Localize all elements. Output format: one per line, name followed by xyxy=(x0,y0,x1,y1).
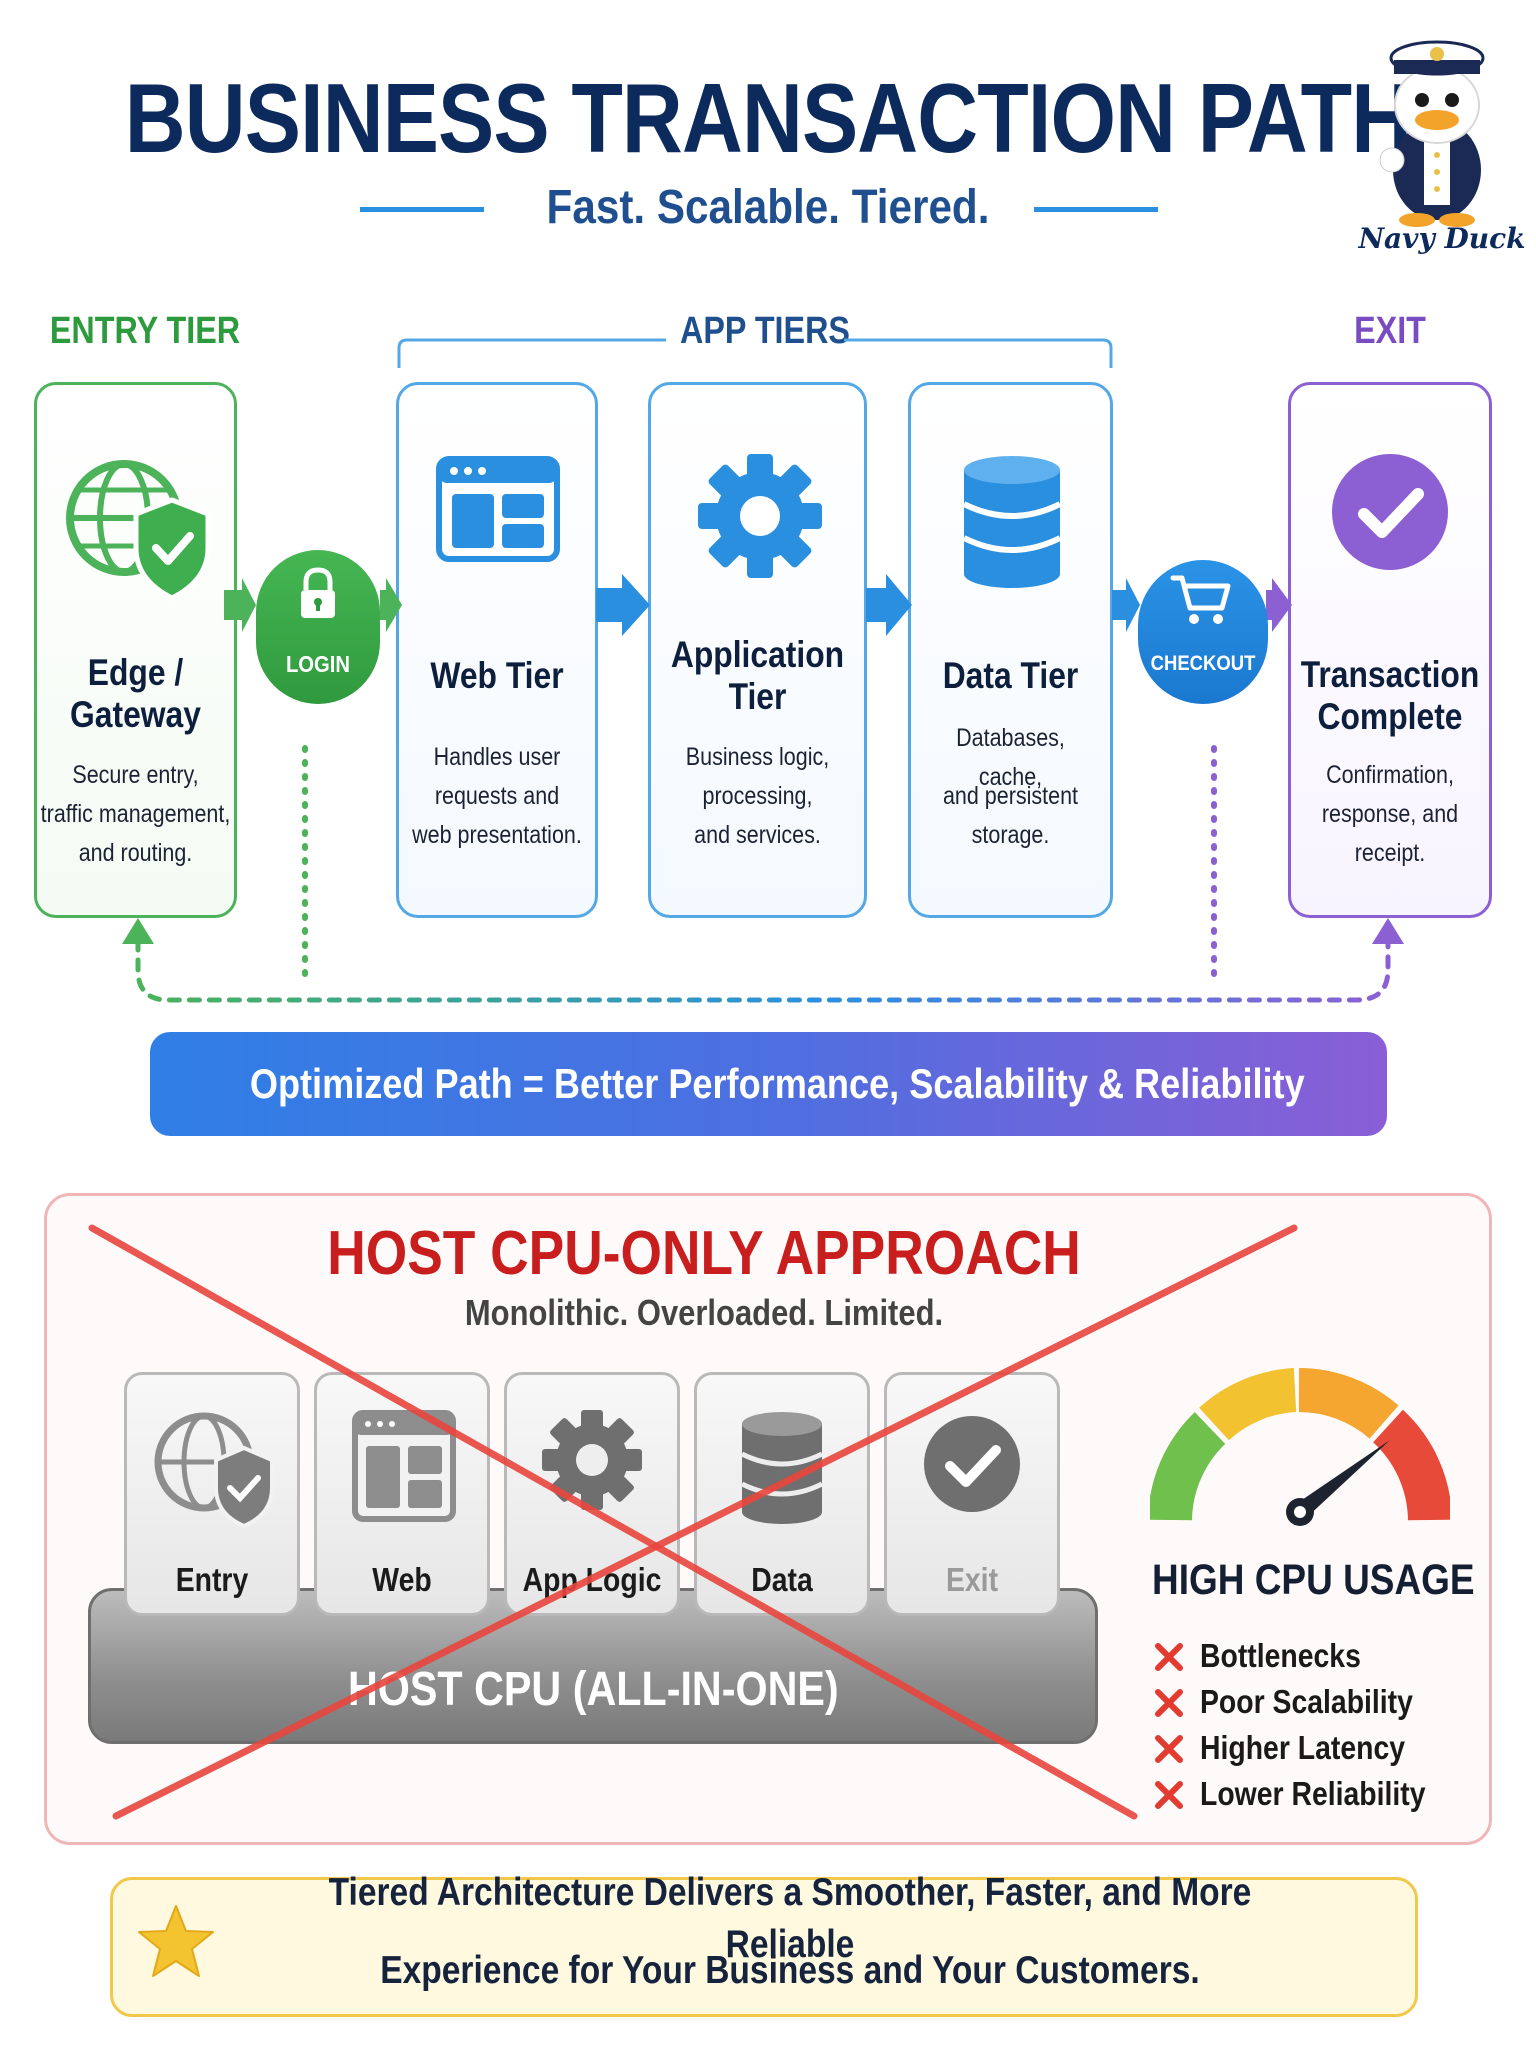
flow-arrows xyxy=(224,574,1292,636)
x-mark-icon xyxy=(1155,1735,1183,1763)
globe-shield-icon xyxy=(154,1412,274,1528)
check-circle-icon xyxy=(1332,454,1448,570)
issue-item: Higher Latency xyxy=(1154,1728,1474,1768)
tier-title: Gateway xyxy=(70,694,201,735)
issue-text: Lower Reliability xyxy=(1200,1775,1426,1812)
tier-title: Complete xyxy=(1317,696,1463,737)
footer-line: Tiered Architecture Delivers a Smoother,… xyxy=(328,1871,1252,1966)
issue-item: Poor Scalability xyxy=(1154,1682,1474,1722)
cpu-section-subtitle: Monolithic. Overloaded. Limited. xyxy=(464,1292,944,1333)
arrow-icon xyxy=(380,578,402,632)
arrow-icon xyxy=(224,578,256,632)
tier-title: Application Tier xyxy=(670,634,845,717)
module-label: Entry xyxy=(175,1561,249,1598)
subtitle-rule-right xyxy=(1034,207,1158,212)
tier-title: Data Tier xyxy=(942,655,1079,696)
tier-description: and routing. xyxy=(78,839,193,867)
padlock-icon xyxy=(301,567,335,618)
x-mark-icon xyxy=(1155,1643,1183,1671)
page-title: BUSINESS TRANSACTION PATH xyxy=(124,63,1412,173)
tier-description: web presentation. xyxy=(412,821,582,849)
mascot-caption: Navy Duck xyxy=(1358,222,1526,255)
database-icon xyxy=(962,456,1062,588)
optimized-path-banner: Optimized Path = Better Performance, Sca… xyxy=(150,1032,1387,1136)
issue-item: Lower Reliability xyxy=(1154,1774,1474,1814)
x-mark-icon xyxy=(1155,1781,1183,1809)
arrow-up-icon xyxy=(122,918,154,944)
module-label: Data xyxy=(751,1561,813,1598)
entry-tier-heading: ENTRY TIER xyxy=(49,310,241,352)
login-step xyxy=(256,550,380,704)
high-cpu-label: HIGH CPU USAGE xyxy=(1152,1556,1475,1604)
tier-description: traffic management, xyxy=(40,800,231,828)
arrow-up-icon xyxy=(1372,918,1404,944)
globe-shield-icon xyxy=(66,460,211,601)
check-circle-icon xyxy=(924,1416,1020,1512)
arrow-icon xyxy=(1266,578,1292,632)
navy-duck-mascot-icon xyxy=(1379,40,1485,227)
module-label: Web xyxy=(372,1561,432,1598)
footer-callout xyxy=(110,1877,1418,2017)
tier-title: Edge / xyxy=(87,652,184,693)
cpu-section-title: HOST CPU-ONLY APPROACH xyxy=(327,1219,1081,1288)
module-label: Exit xyxy=(945,1561,999,1598)
issue-item: Bottlenecks xyxy=(1154,1636,1474,1676)
star-icon xyxy=(138,1905,214,1977)
subtitle-rule-left xyxy=(360,207,484,212)
tier-description: Secure entry, xyxy=(72,761,199,789)
browser-window-icon xyxy=(436,456,560,562)
arrow-icon xyxy=(596,574,650,636)
checkout-label: CHECKOUT xyxy=(1150,652,1256,675)
page-subtitle: Fast. Scalable. Tiered. xyxy=(546,181,990,234)
return-path-dotted xyxy=(122,745,1404,1003)
browser-window-icon xyxy=(352,1410,456,1522)
tier-title: Web Tier xyxy=(430,655,564,696)
banner-text: Optimized Path = Better Performance, Sca… xyxy=(250,1060,1305,1107)
tier-description: and services. xyxy=(694,821,821,849)
tier-description: processing, xyxy=(702,782,813,810)
tier-description: Business logic, xyxy=(685,743,830,771)
x-mark-icon xyxy=(1155,1689,1183,1717)
footer-text: Tiered Architecture Delivers a Smoother,… xyxy=(291,1871,1289,1997)
tier-description: Confirmation, xyxy=(1326,761,1454,789)
issue-text: Higher Latency xyxy=(1200,1729,1406,1766)
tier-description: response, and xyxy=(1321,800,1459,828)
app-tiers-bracket xyxy=(397,338,1113,368)
issue-text: Bottlenecks xyxy=(1200,1637,1361,1674)
footer-line: Experience for Your Business and Your Cu… xyxy=(380,1949,1200,1992)
host-cpu-label: HOST CPU (ALL-IN-ONE) xyxy=(347,1662,839,1716)
tier-description: requests and xyxy=(434,782,560,810)
gear-icon xyxy=(698,454,822,578)
gear-icon xyxy=(542,1410,642,1510)
shopping-cart-icon xyxy=(1170,575,1231,624)
arrow-icon xyxy=(1112,578,1140,632)
cpu-gauge xyxy=(1150,1368,1450,1526)
tier-description: and persistent xyxy=(942,782,1079,810)
cross-out-mark-icon xyxy=(88,1224,1298,1820)
app-tiers-heading: APP TIERS xyxy=(680,310,850,352)
tier-description: storage. xyxy=(971,821,1050,849)
exit-heading: EXIT xyxy=(1354,310,1426,352)
tier-description: receipt. xyxy=(1354,839,1426,867)
arrow-icon xyxy=(866,574,912,636)
issue-text: Poor Scalability xyxy=(1200,1683,1413,1720)
tier-title: Transaction xyxy=(1300,654,1480,695)
login-label: LOGIN xyxy=(285,650,351,677)
tier-description: Handles user xyxy=(433,743,561,771)
